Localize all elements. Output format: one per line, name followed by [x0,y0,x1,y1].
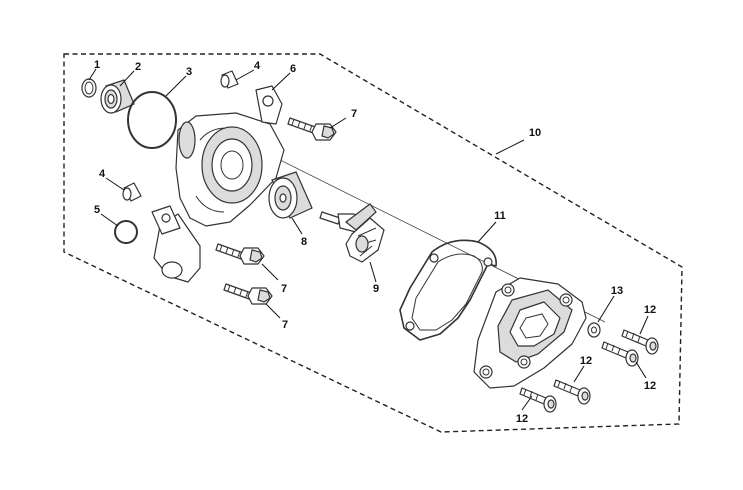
callout-labels: 1 2 3 4 4 5 6 7 7 7 8 9 10 11 12 12 12 1… [94,59,656,425]
cover-bolt-middle-part [553,379,591,405]
leader-lines [88,68,649,411]
cover-bolt-bottom-part [519,387,557,413]
callout-7-middle: 7 [281,283,287,295]
cover-gasket-part [399,239,497,341]
mechanical-seal-part [268,171,313,219]
dowel-pin-upper-part [220,70,239,89]
callout-1: 1 [94,59,100,71]
circlip-part [81,78,97,98]
large-o-ring-part [127,91,177,149]
bearing-part [100,79,135,114]
callout-5: 5 [94,204,100,216]
callout-4-upper: 4 [254,60,261,72]
impeller-part [319,203,385,263]
pump-housing-part [151,85,285,283]
flange-bolt-upper-part [287,117,337,141]
callout-13: 13 [611,285,623,297]
callout-12-right: 12 [644,380,656,392]
callout-6: 6 [290,63,296,75]
callout-10: 10 [529,127,541,139]
cover-bolt-right-part [601,341,639,367]
sealing-washer-part [587,322,601,338]
pump-assembly-boundary [63,53,683,433]
callout-8: 8 [301,236,307,248]
callout-11: 11 [494,210,506,222]
callout-12-top: 12 [644,304,656,316]
callout-9: 9 [373,283,379,295]
callout-7-lower: 7 [282,319,288,331]
pump-cover-part [473,277,587,389]
flange-bolt-middle-part [215,243,265,265]
callout-4-lower: 4 [99,168,106,180]
callout-3: 3 [186,66,192,78]
callout-12-bottom: 12 [516,413,528,425]
small-o-ring-part [114,220,138,244]
callout-2: 2 [135,61,141,73]
flange-bolt-lower-part [223,283,273,305]
dowel-pin-lower-part [122,182,142,202]
cover-bolt-top-part [621,329,659,355]
callout-12-middle: 12 [580,355,592,367]
callout-7-upper: 7 [351,108,357,120]
